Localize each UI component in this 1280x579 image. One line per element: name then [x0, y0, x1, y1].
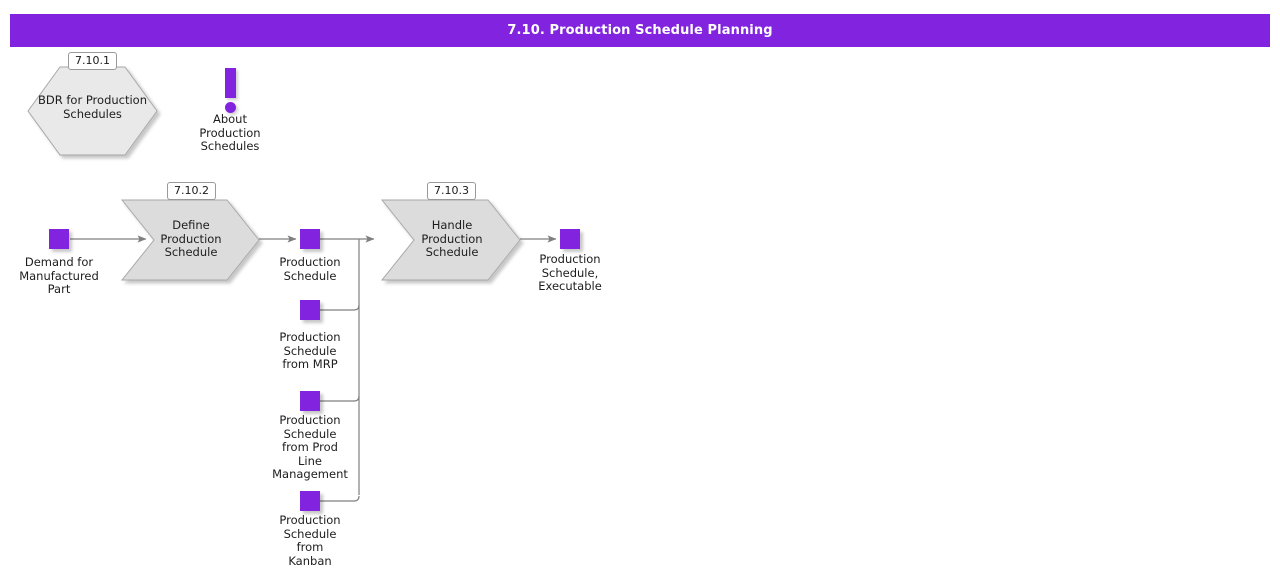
object-production-schedule-from-mrp[interactable] — [300, 300, 320, 320]
connector-ps-from-prod-line-management-to-bus — [320, 395, 360, 402]
object-demand-for-manufactured-part[interactable] — [49, 229, 69, 249]
caption-production-schedule-executable: Production Schedule, Executable — [538, 252, 602, 293]
object-production-schedule-executable[interactable] — [560, 229, 580, 249]
exclamation-bar — [225, 68, 236, 98]
label-define-production-schedule: Define Production Schedule — [160, 218, 222, 259]
object-production-schedule-from-prod-line-management[interactable] — [300, 391, 320, 411]
page-title: 7.10. Production Schedule Planning — [507, 23, 773, 38]
exclamation-icon[interactable] — [217, 68, 243, 114]
caption-production-schedule-from-kanban: Production Schedule from Kanban — [279, 513, 341, 568]
caption-demand-for-manufactured-part: Demand for Manufactured Part — [19, 255, 99, 296]
tag-handle-production-schedule: 7.10.3 — [427, 182, 476, 200]
label-handle-production-schedule: Handle Production Schedule — [421, 218, 483, 259]
exclamation-dot — [225, 102, 236, 113]
tag-define-production-schedule: 7.10.2 — [167, 182, 216, 200]
tag-bdr-for-production-schedules: 7.10.1 — [68, 52, 117, 70]
caption-production-schedule-from-prod-line-management: Production Schedule from Prod Line Manag… — [272, 413, 348, 481]
page-title-bar: 7.10. Production Schedule Planning — [10, 14, 1270, 47]
caption-production-schedule-from-mrp: Production Schedule from MRP — [279, 330, 341, 371]
connector-ps-from-mrp-to-bus — [320, 304, 360, 311]
connector-ps-from-kanban-to-bus — [320, 495, 360, 502]
object-production-schedule[interactable] — [300, 229, 320, 249]
caption-about-production-schedules: About Production Schedules — [199, 112, 261, 153]
object-production-schedule-from-kanban[interactable] — [300, 491, 320, 511]
caption-production-schedule: Production Schedule — [279, 255, 341, 283]
label-bdr-for-production-schedules: BDR for Production Schedules — [37, 93, 148, 121]
